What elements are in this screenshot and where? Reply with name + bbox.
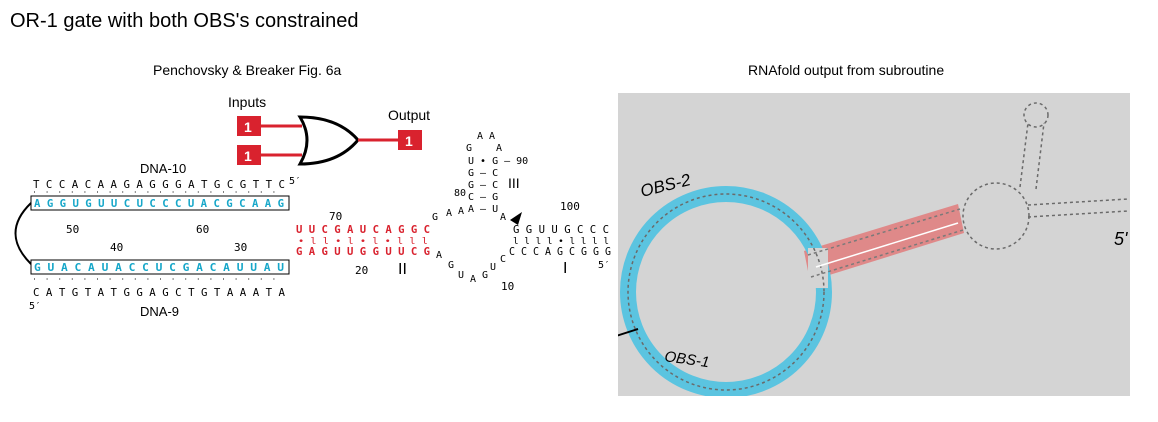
hairpin-pair-1: U • G – 90: [468, 156, 528, 167]
dna10-five-prime: 5′: [289, 176, 301, 187]
input-2-value: 1: [244, 148, 252, 164]
loop-base: A: [470, 274, 476, 285]
stem-ii-label: II: [398, 261, 407, 278]
dna10-sequence: T C C A C A A G A G G G A T G C G T T C: [33, 178, 285, 191]
junction-base: A: [500, 212, 506, 223]
loop-base: U: [490, 262, 496, 273]
stem-iii-label: III: [508, 175, 520, 191]
or-gate-symbol: [297, 115, 360, 166]
input-1-value: 1: [244, 119, 252, 135]
stem-i-bottom: C C C A G C G G G: [509, 245, 611, 258]
or-gate-structure-figure: Inputs Output 1 1 1 DNA-10 T C C A C A A…: [14, 94, 611, 319]
stem-i-five-prime: 5′: [598, 260, 610, 271]
or-gate-diagram: Inputs Output 1 1 1: [228, 94, 430, 166]
stem-i-top: G G U U G C C C: [513, 223, 609, 236]
num-30: 30: [234, 241, 247, 254]
stem-i-pairing: l l l l • l l l l: [513, 237, 609, 247]
num-40: 40: [110, 241, 123, 254]
hairpin-pair-2: G – C: [468, 168, 498, 179]
multiloop: [962, 182, 1030, 250]
hairpin-pair-5: A – U: [468, 204, 498, 215]
hairpin-loop-left: G: [466, 143, 472, 154]
right-figure-caption: RNAfold output from subroutine: [748, 62, 945, 78]
rna-red-stem-bottom: G A G U U G G U U C G: [296, 245, 430, 258]
loop-base: C: [500, 254, 506, 265]
num-100: 100: [560, 200, 580, 213]
junction-base: A: [446, 208, 452, 219]
output-label: Output: [388, 107, 430, 123]
backbone-loop: [627, 193, 825, 391]
loop-base: G: [482, 270, 488, 281]
input-2-box: [237, 145, 261, 165]
hairpin-loop-top: A A: [477, 131, 495, 142]
obs1-annotation: OBS-1: [663, 348, 710, 371]
dna10-label: DNA-10: [140, 161, 186, 176]
page-title: OR-1 gate with both OBS's constrained: [10, 10, 359, 32]
num-10: 10: [501, 280, 514, 293]
inputs-label: Inputs: [228, 94, 266, 110]
rnafold-output-figure: OBS-2 OBS-1 5': [618, 93, 1130, 396]
junction-base: A: [458, 206, 464, 217]
num-70: 70: [329, 210, 342, 223]
num-80: 80: [454, 188, 466, 199]
rna-cyan-bottom-sequence: G U A C A U A C C U C G A C A U U A U: [34, 261, 284, 274]
loop-base: U: [458, 270, 464, 281]
hairpin-loop-right: A: [496, 143, 502, 154]
output-value: 1: [405, 133, 413, 149]
dna9-five-prime: 5′: [29, 301, 41, 312]
loop-base: A: [436, 250, 442, 261]
rna-red-stem-top: U U C G A U C A G G C: [296, 223, 430, 236]
num-60: 60: [196, 223, 209, 236]
cleavage-site-arrow: [510, 212, 522, 225]
rna-cyan-top-sequence: A G G U G U U C U C C C U A C G C A A G: [34, 197, 284, 210]
stem-i-label: I: [563, 260, 567, 277]
left-figure-caption: Penchovsky & Breaker Fig. 6a: [153, 62, 342, 78]
dna9-label: DNA-9: [140, 304, 179, 319]
obs-boundary-mark: [618, 328, 639, 337]
num-50: 50: [66, 223, 79, 236]
input-1-box: [237, 116, 261, 136]
rnafold-five-prime: 5': [1114, 229, 1128, 249]
stem-highlight: [804, 204, 964, 281]
stem-ii-pairing: • l l • l • l • l l l: [298, 237, 428, 247]
output-box: [398, 130, 422, 150]
dna9-sequence: C A T G T A T G G A G C T G T A A A T A: [33, 286, 285, 299]
hairpin-pair-3: G – C: [468, 180, 498, 191]
junction-base: G: [432, 212, 438, 223]
num-20: 20: [355, 264, 368, 277]
hairpin-pair-4: C – G: [468, 192, 498, 203]
loop-base: G: [448, 260, 454, 271]
